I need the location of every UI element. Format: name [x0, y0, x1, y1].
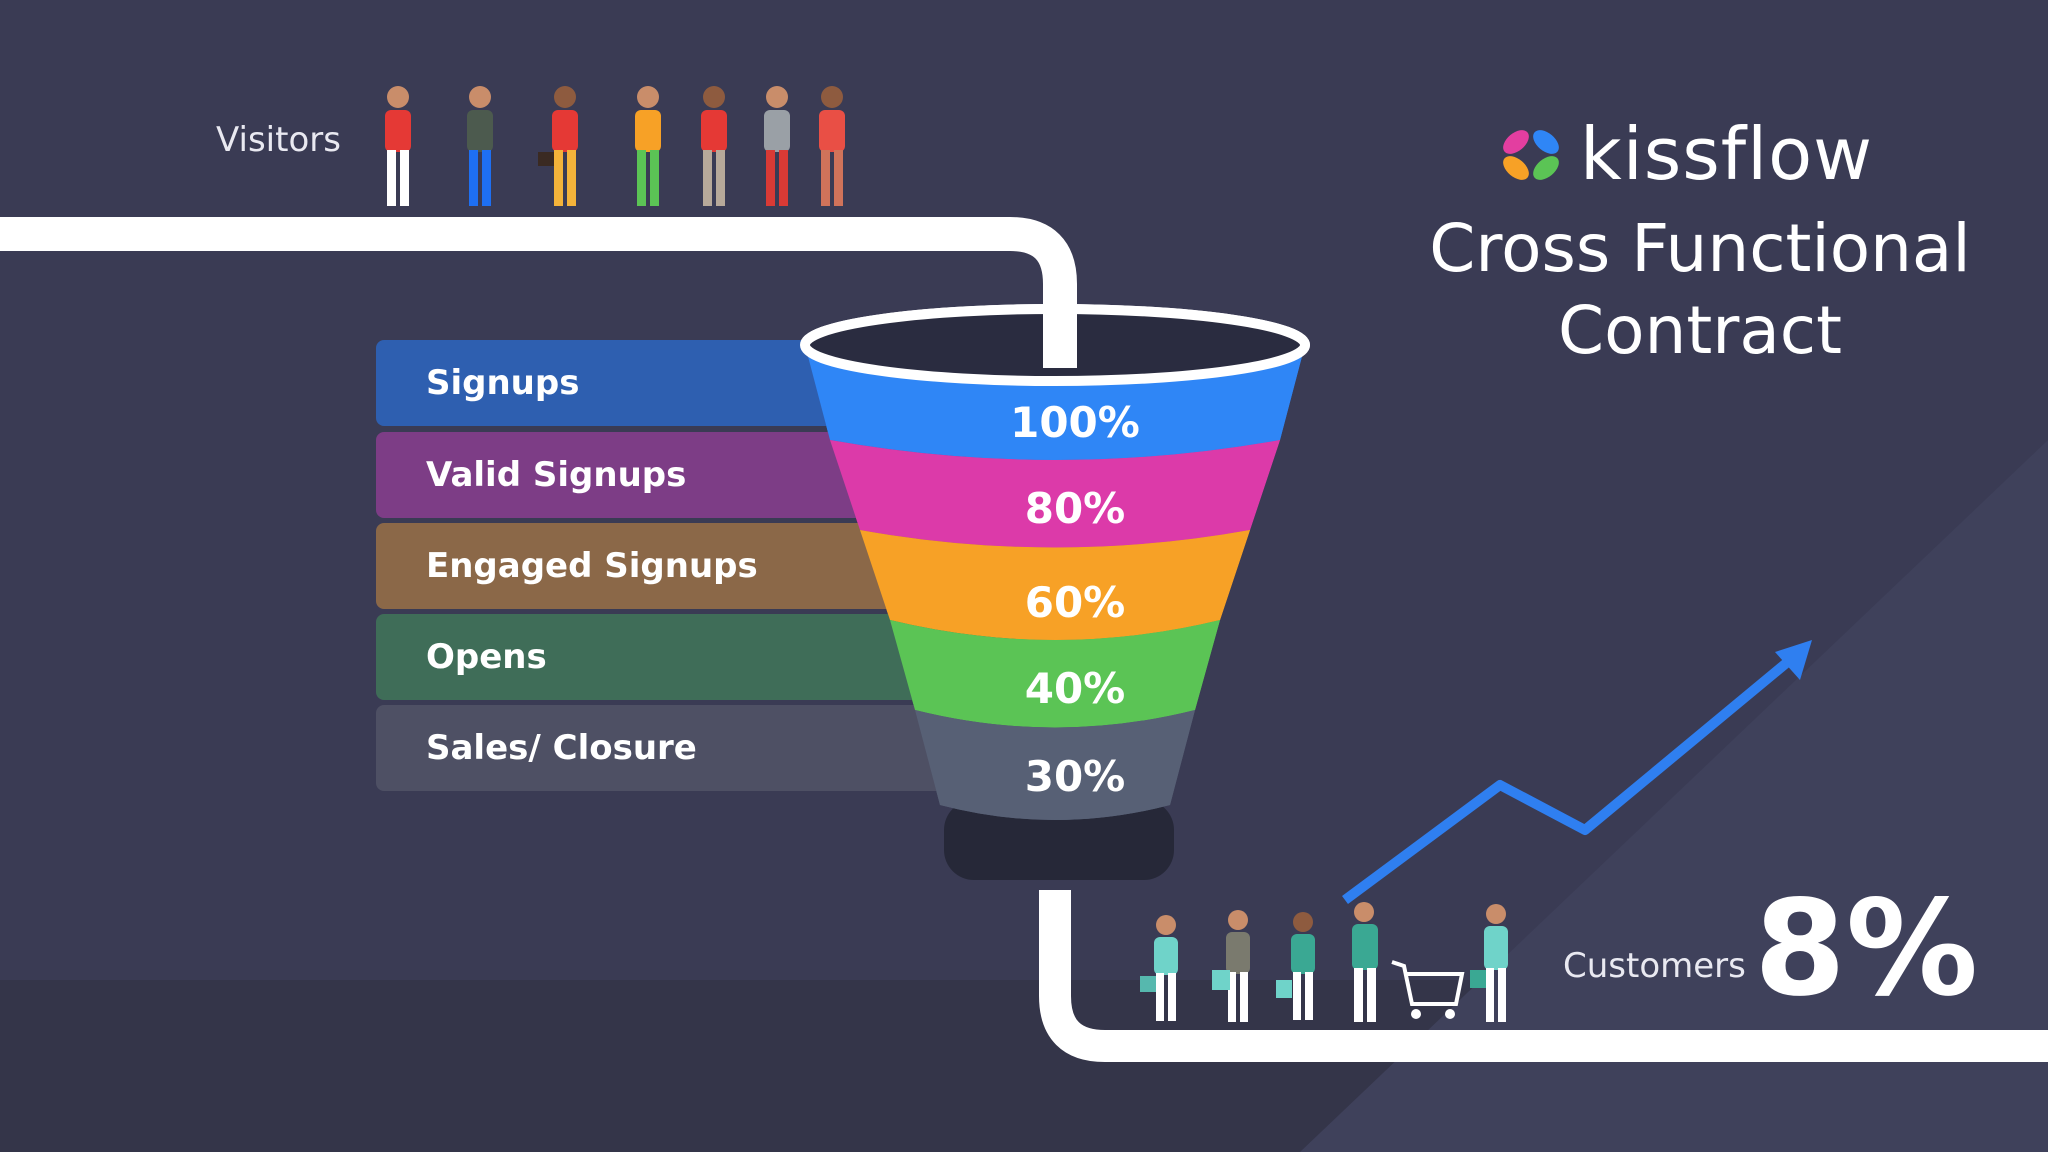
percent-sales-closure: 30%	[1024, 752, 1126, 801]
stage-row-opens: Opens	[376, 614, 1016, 700]
stage-label: Opens	[426, 637, 547, 677]
stage-row-signups: Signups	[376, 340, 936, 426]
pipe-inlet	[1043, 300, 1077, 370]
person-icon	[764, 86, 790, 206]
percent-signups: 100%	[1010, 398, 1140, 447]
funnel-spout	[944, 800, 1174, 880]
visitors-label: Visitors	[216, 120, 341, 160]
stage-label: Valid Signups	[426, 455, 687, 495]
top-pipe	[0, 217, 1077, 380]
stage-row-valid-signups: Valid Signups	[376, 432, 966, 518]
customers-label: Customers	[1563, 946, 1746, 986]
kissflow-logo-icon	[1503, 130, 1559, 180]
stage-label: Engaged Signups	[426, 546, 758, 586]
person-icon	[1140, 915, 1178, 1021]
visitor-figures	[385, 86, 845, 206]
stage-label: Signups	[426, 363, 580, 403]
stage-row-engaged-signups: Engaged Signups	[376, 523, 986, 609]
trend-arrow-head	[1775, 640, 1812, 680]
percent-opens: 40%	[1024, 664, 1126, 713]
person-icon	[1352, 902, 1378, 1022]
person-icon	[1276, 912, 1315, 1020]
percent-valid-signups: 80%	[1024, 484, 1126, 533]
person-icon	[819, 86, 845, 206]
person-icon	[467, 86, 493, 206]
customers-value: 8%	[1754, 872, 1979, 1026]
person-icon	[1212, 910, 1250, 1022]
brand-name: kissflow	[1580, 112, 1874, 196]
stage-label: Sales/ Closure	[426, 728, 697, 768]
person-icon	[635, 86, 661, 206]
person-icon	[385, 86, 411, 206]
title-line-2: Contract	[1558, 292, 1842, 369]
title-line-1: Cross Functional	[1429, 210, 1971, 287]
trend-arrow-line	[1342, 656, 1794, 905]
page-title: Cross Functional Contract	[1420, 208, 1980, 372]
person-icon	[701, 86, 727, 206]
customer-figures	[1140, 902, 1508, 1022]
cart-icon	[1391, 960, 1465, 1019]
bottom-pipe	[1039, 890, 2048, 1062]
stage-row-sales-closure: Sales/ Closure	[376, 705, 1036, 791]
person-icon	[538, 86, 578, 206]
percent-engaged-signups: 60%	[1024, 578, 1126, 627]
person-icon	[1470, 904, 1508, 1022]
